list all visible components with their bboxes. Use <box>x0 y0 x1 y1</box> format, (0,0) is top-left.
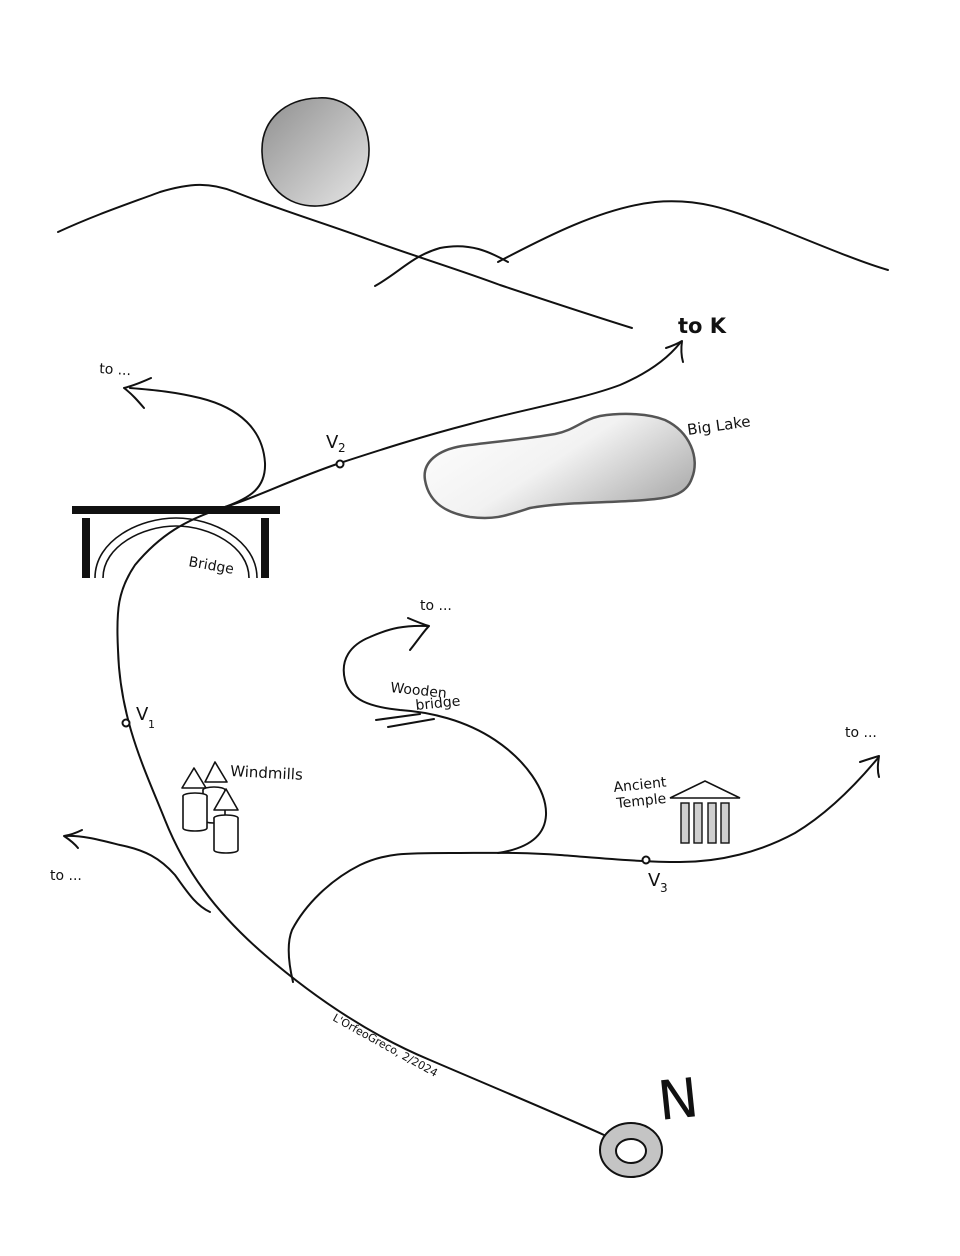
arrow-head-winding <box>407 617 430 651</box>
label-bridge: Bridge <box>187 554 235 578</box>
label-wooden-bridge-2: bridge <box>415 693 461 714</box>
label-v1: V <box>136 704 149 725</box>
label-v2: V <box>326 432 339 453</box>
winding-path <box>342 624 548 854</box>
bridge-icon <box>72 506 280 579</box>
label-to-winding: to ... <box>420 598 452 614</box>
sun-icon <box>261 97 370 207</box>
mountain-middle <box>374 245 509 287</box>
windmills-icon <box>181 761 239 854</box>
arrow-head-e <box>859 755 880 778</box>
label-to-nw: to ... <box>99 361 132 379</box>
label-temple-2: Temple <box>615 791 667 812</box>
label-v1-sub: 1 <box>148 718 155 731</box>
label-signature: L'OrfeoGreco, 2/2024 <box>331 1011 440 1079</box>
arrow-head-w <box>63 829 83 849</box>
label-v3: V <box>648 870 661 891</box>
temple-icon <box>669 780 741 844</box>
label-to-east: to ... <box>845 725 877 741</box>
main-road <box>116 342 681 1136</box>
label-temple-1: Ancient <box>613 774 668 796</box>
arrow-head-to-k <box>665 340 684 363</box>
label-v3-sub: 3 <box>660 881 668 895</box>
label-big-lake: Big Lake <box>686 412 752 439</box>
label-v2-sub: 2 <box>338 441 346 455</box>
branch-west <box>64 834 211 913</box>
compass-icon <box>599 1122 663 1178</box>
branch-east <box>287 757 879 983</box>
waypoint-v3 <box>641 855 651 865</box>
arrow-head-nw <box>123 377 152 409</box>
label-north: N <box>655 1066 702 1133</box>
mountain-left <box>57 183 633 329</box>
waypoint-v2 <box>335 459 345 469</box>
label-windmills: Windmills <box>230 762 304 784</box>
label-to-west: to ... <box>50 868 82 884</box>
big-lake <box>423 412 696 520</box>
branch-north-west <box>129 387 267 508</box>
label-to-k: to K <box>678 314 727 338</box>
label-wooden-bridge-1: Wooden <box>390 680 448 702</box>
wooden-bridge-icon <box>375 713 435 728</box>
mountain-right <box>497 200 889 271</box>
waypoint-v1 <box>121 718 131 728</box>
